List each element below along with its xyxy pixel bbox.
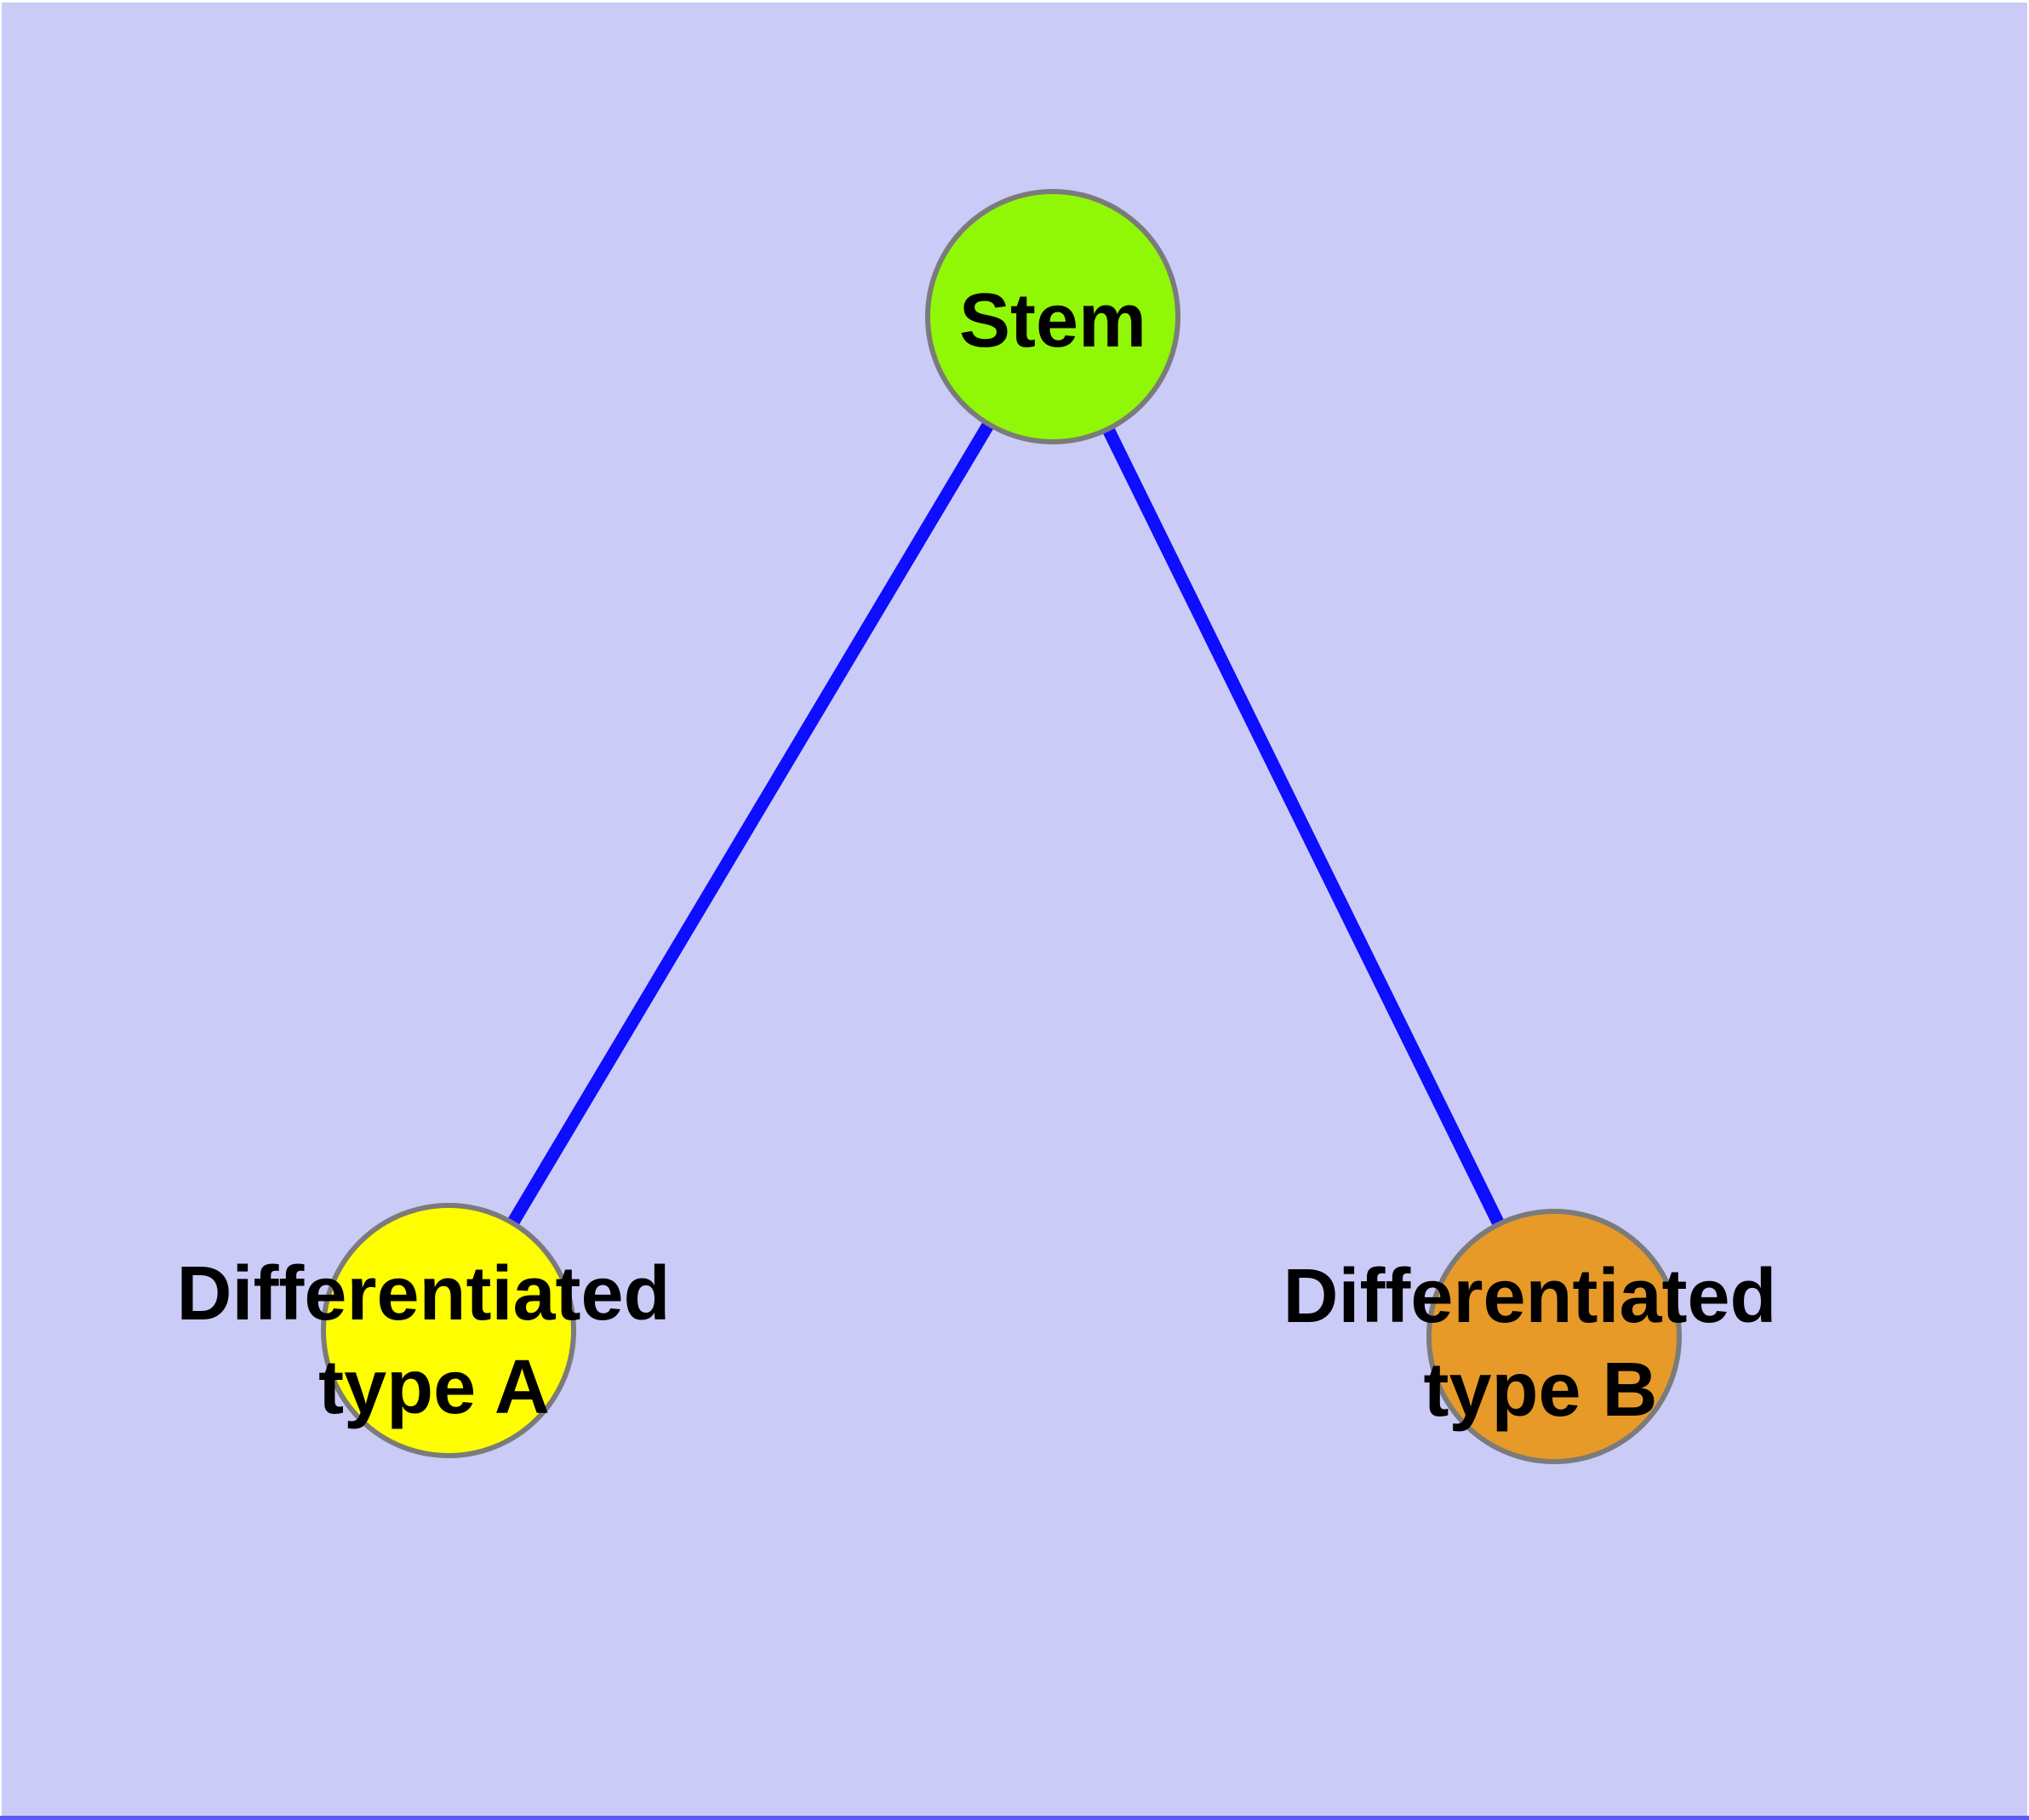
node-differentiated-type-a-label: Differentiated type A — [176, 1251, 691, 1430]
node-differentiated-type-b-shape[interactable] — [1426, 1209, 1682, 1464]
node-differentiated-type-b-label-line2: type B — [1423, 1348, 1657, 1433]
node-stem[interactable]: Stem — [925, 189, 1180, 444]
node-stem-shape[interactable] — [925, 189, 1180, 444]
canvas-bottom-bar — [0, 1816, 2029, 1820]
node-differentiated-type-b-label-line1: Differentiated — [1283, 1254, 1776, 1339]
edge-stem-to-type-b — [1047, 313, 1560, 1340]
node-differentiated-type-a-label-line1: Differentiated — [176, 1251, 670, 1336]
edge-stem-to-type-a — [443, 313, 1059, 1334]
node-differentiated-type-b-label: Differentiated type B — [1283, 1254, 1798, 1433]
node-differentiated-type-a[interactable]: Differentiated type A — [176, 1203, 691, 1458]
edge-layer — [443, 313, 1560, 1340]
node-differentiated-type-a-label-line2: type A — [318, 1345, 550, 1430]
node-differentiated-type-a-shape[interactable] — [321, 1203, 576, 1458]
node-differentiated-type-b[interactable]: Differentiated type B — [1283, 1209, 1798, 1464]
node-stem-label: Stem — [959, 278, 1146, 363]
